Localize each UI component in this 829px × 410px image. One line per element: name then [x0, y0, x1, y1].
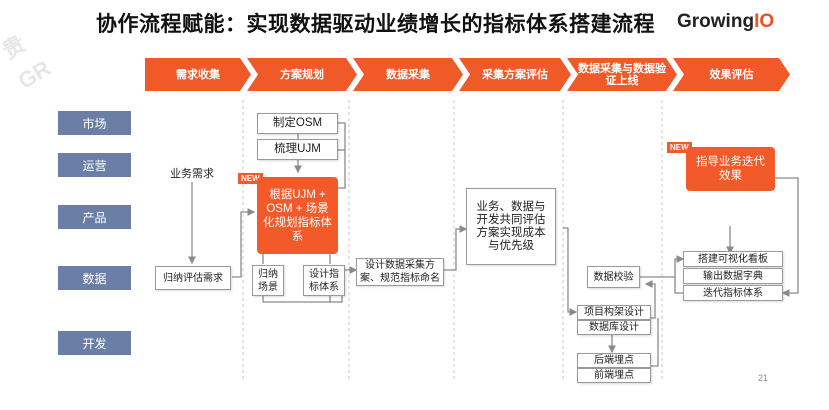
stage-6: 效果评估 — [673, 58, 790, 91]
node-guide-biz: 指导业务迭代效果 — [686, 147, 775, 191]
node-joint-eval: 业务、数据与开发共同评估方案实现成本与优先级 — [466, 188, 556, 265]
node-plan-metrics: 根据UJM + OSM + 场景化规划指标体系 — [257, 177, 338, 254]
node-summarize-need: 归纳评估需求 — [155, 266, 231, 290]
stage-5: 数据采集与数据验证上线 — [567, 58, 677, 91]
node-make-osm: 制定OSM — [257, 113, 338, 134]
stage-1: 需求收集 — [145, 58, 251, 91]
node-data-verify: 数据校验 — [587, 266, 640, 288]
role-data: 数据 — [58, 266, 131, 290]
stage-4: 采集方案评估 — [459, 58, 571, 91]
stage-3: 数据采集 — [353, 58, 463, 91]
node-project-arch: 项目构架设计 — [577, 305, 651, 320]
growingio-logo: GrowingIO — [677, 11, 775, 32]
new-badge-right: NEW — [667, 142, 692, 153]
node-iterate-metrics: 迭代指标体系 — [683, 285, 783, 301]
stage-2: 方案规划 — [247, 58, 357, 91]
node-design-metrics: 设计指标体系 — [303, 265, 345, 296]
node-db-design: 数据库设计 — [577, 320, 651, 335]
role-operation: 运营 — [58, 153, 131, 177]
node-build-board: 搭建可视化看板 — [683, 251, 783, 267]
node-export-dict: 输出数据字典 — [683, 268, 783, 284]
role-market: 市场 — [58, 111, 131, 135]
node-sort-ujm: 梳理UJM — [257, 139, 338, 160]
node-design-collect: 设计数据采集方案、规范指标命名 — [356, 258, 444, 286]
role-product: 产品 — [58, 205, 131, 229]
node-sum-scene: 归纳场景 — [252, 265, 284, 296]
role-dev: 开发 — [58, 331, 131, 355]
node-biz-need: 业务需求 — [170, 168, 214, 180]
page-number: 21 — [758, 373, 769, 383]
node-backend-track: 后端埋点 — [577, 353, 651, 368]
page-title: 协作流程赋能：实现数据驱动业绩增长的指标体系搭建流程 — [96, 13, 655, 36]
node-frontend-track: 前端埋点 — [577, 368, 651, 383]
new-badge-left: NEW — [238, 173, 263, 184]
